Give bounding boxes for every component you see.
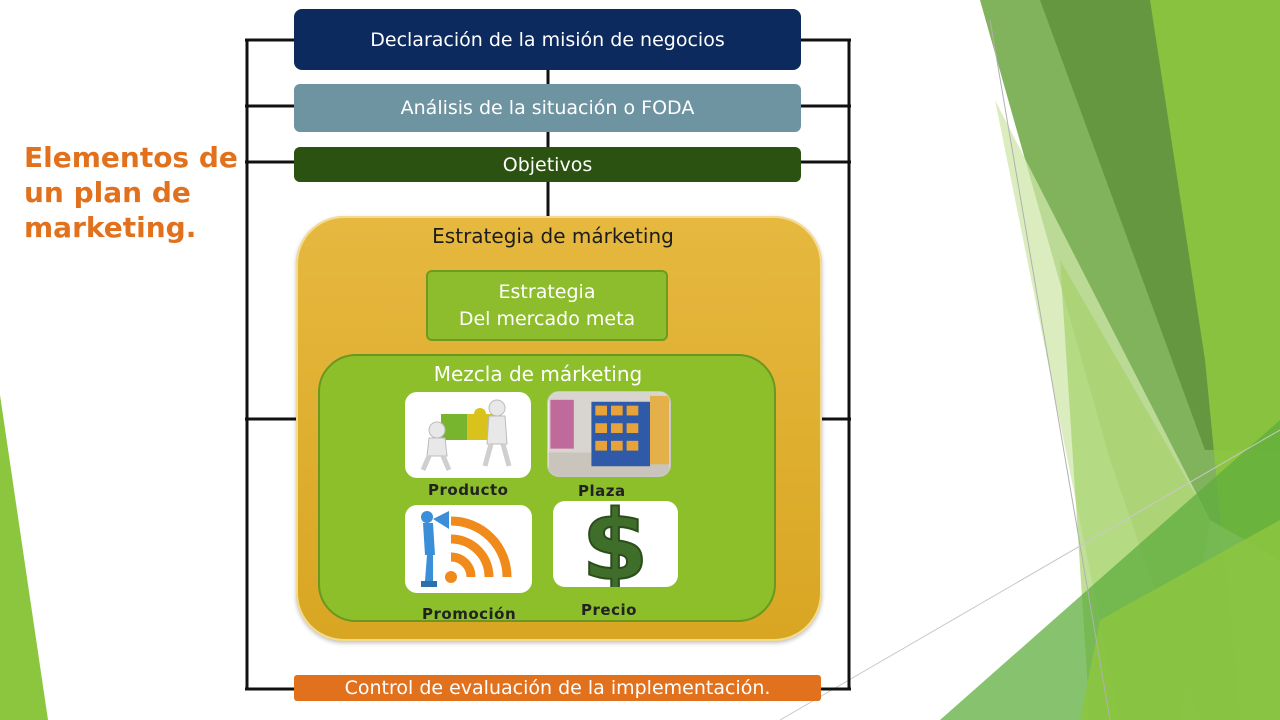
- slide-title: Elementos de un plan de marketing.: [24, 140, 254, 245]
- dollar-sign-icon: $: [581, 501, 650, 587]
- slide-title-line-1: Elementos de: [24, 141, 238, 174]
- swot-analysis-box: Análisis de la situación o FODA: [294, 84, 801, 132]
- slide-title-line-2: un plan de: [24, 176, 191, 209]
- promotion-image: [405, 505, 532, 593]
- marketing-strategy-label: Estrategia de márketing: [432, 224, 674, 248]
- marketing-mix-panel: [318, 354, 776, 622]
- store-shelves-icon: [548, 392, 670, 476]
- target-market-strategy-box: Estrategia Del mercado meta: [426, 270, 668, 341]
- price-caption: Precio: [581, 601, 637, 619]
- marketing-mix-label: Mezcla de márketing: [433, 362, 643, 386]
- target-box-line-1: Estrategia: [498, 280, 596, 303]
- promotion-caption: Promoción: [422, 605, 517, 623]
- implementation-control-box: Control de evaluación de la implementaci…: [294, 675, 821, 701]
- slide-title-line-3: marketing.: [24, 211, 197, 244]
- place-image: [547, 391, 671, 477]
- target-box-line-2: Del mercado meta: [458, 307, 636, 330]
- price-image: $: [553, 501, 678, 587]
- puzzle-figures-icon: [420, 399, 512, 471]
- product-image: [405, 392, 531, 478]
- svg-text:$: $: [582, 501, 649, 587]
- mission-statement-box: Declaración de la misión de negocios: [294, 9, 801, 70]
- product-caption: Producto: [428, 481, 509, 499]
- megaphone-rss-icon: [421, 511, 512, 587]
- place-caption: Plaza: [578, 482, 626, 500]
- objectives-box: Objetivos: [294, 147, 801, 182]
